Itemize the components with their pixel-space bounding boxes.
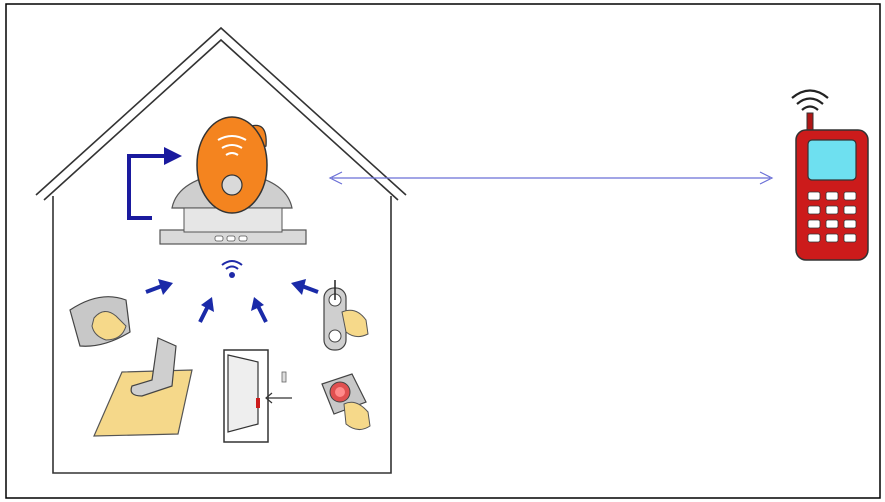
hub-wifi-signal-icon — [221, 260, 243, 278]
orange-alarm-hub-icon — [159, 116, 307, 245]
cloth-wipe-sensor-icon — [69, 296, 131, 347]
floor-mat-pressure-sensor-icon — [93, 337, 193, 437]
bracket-arrow-icon — [127, 147, 182, 220]
pull-cord-switch-icon — [323, 280, 369, 351]
phone-wifi-signal-icon — [791, 89, 829, 111]
sensor-arrows — [145, 279, 319, 323]
door-contact-sensor-icon — [223, 349, 292, 443]
house-outline — [35, 26, 407, 474]
red-panic-button-icon — [321, 373, 371, 430]
double-headed-arrow-icon — [328, 171, 774, 185]
mobile-phone-icon — [795, 112, 869, 261]
